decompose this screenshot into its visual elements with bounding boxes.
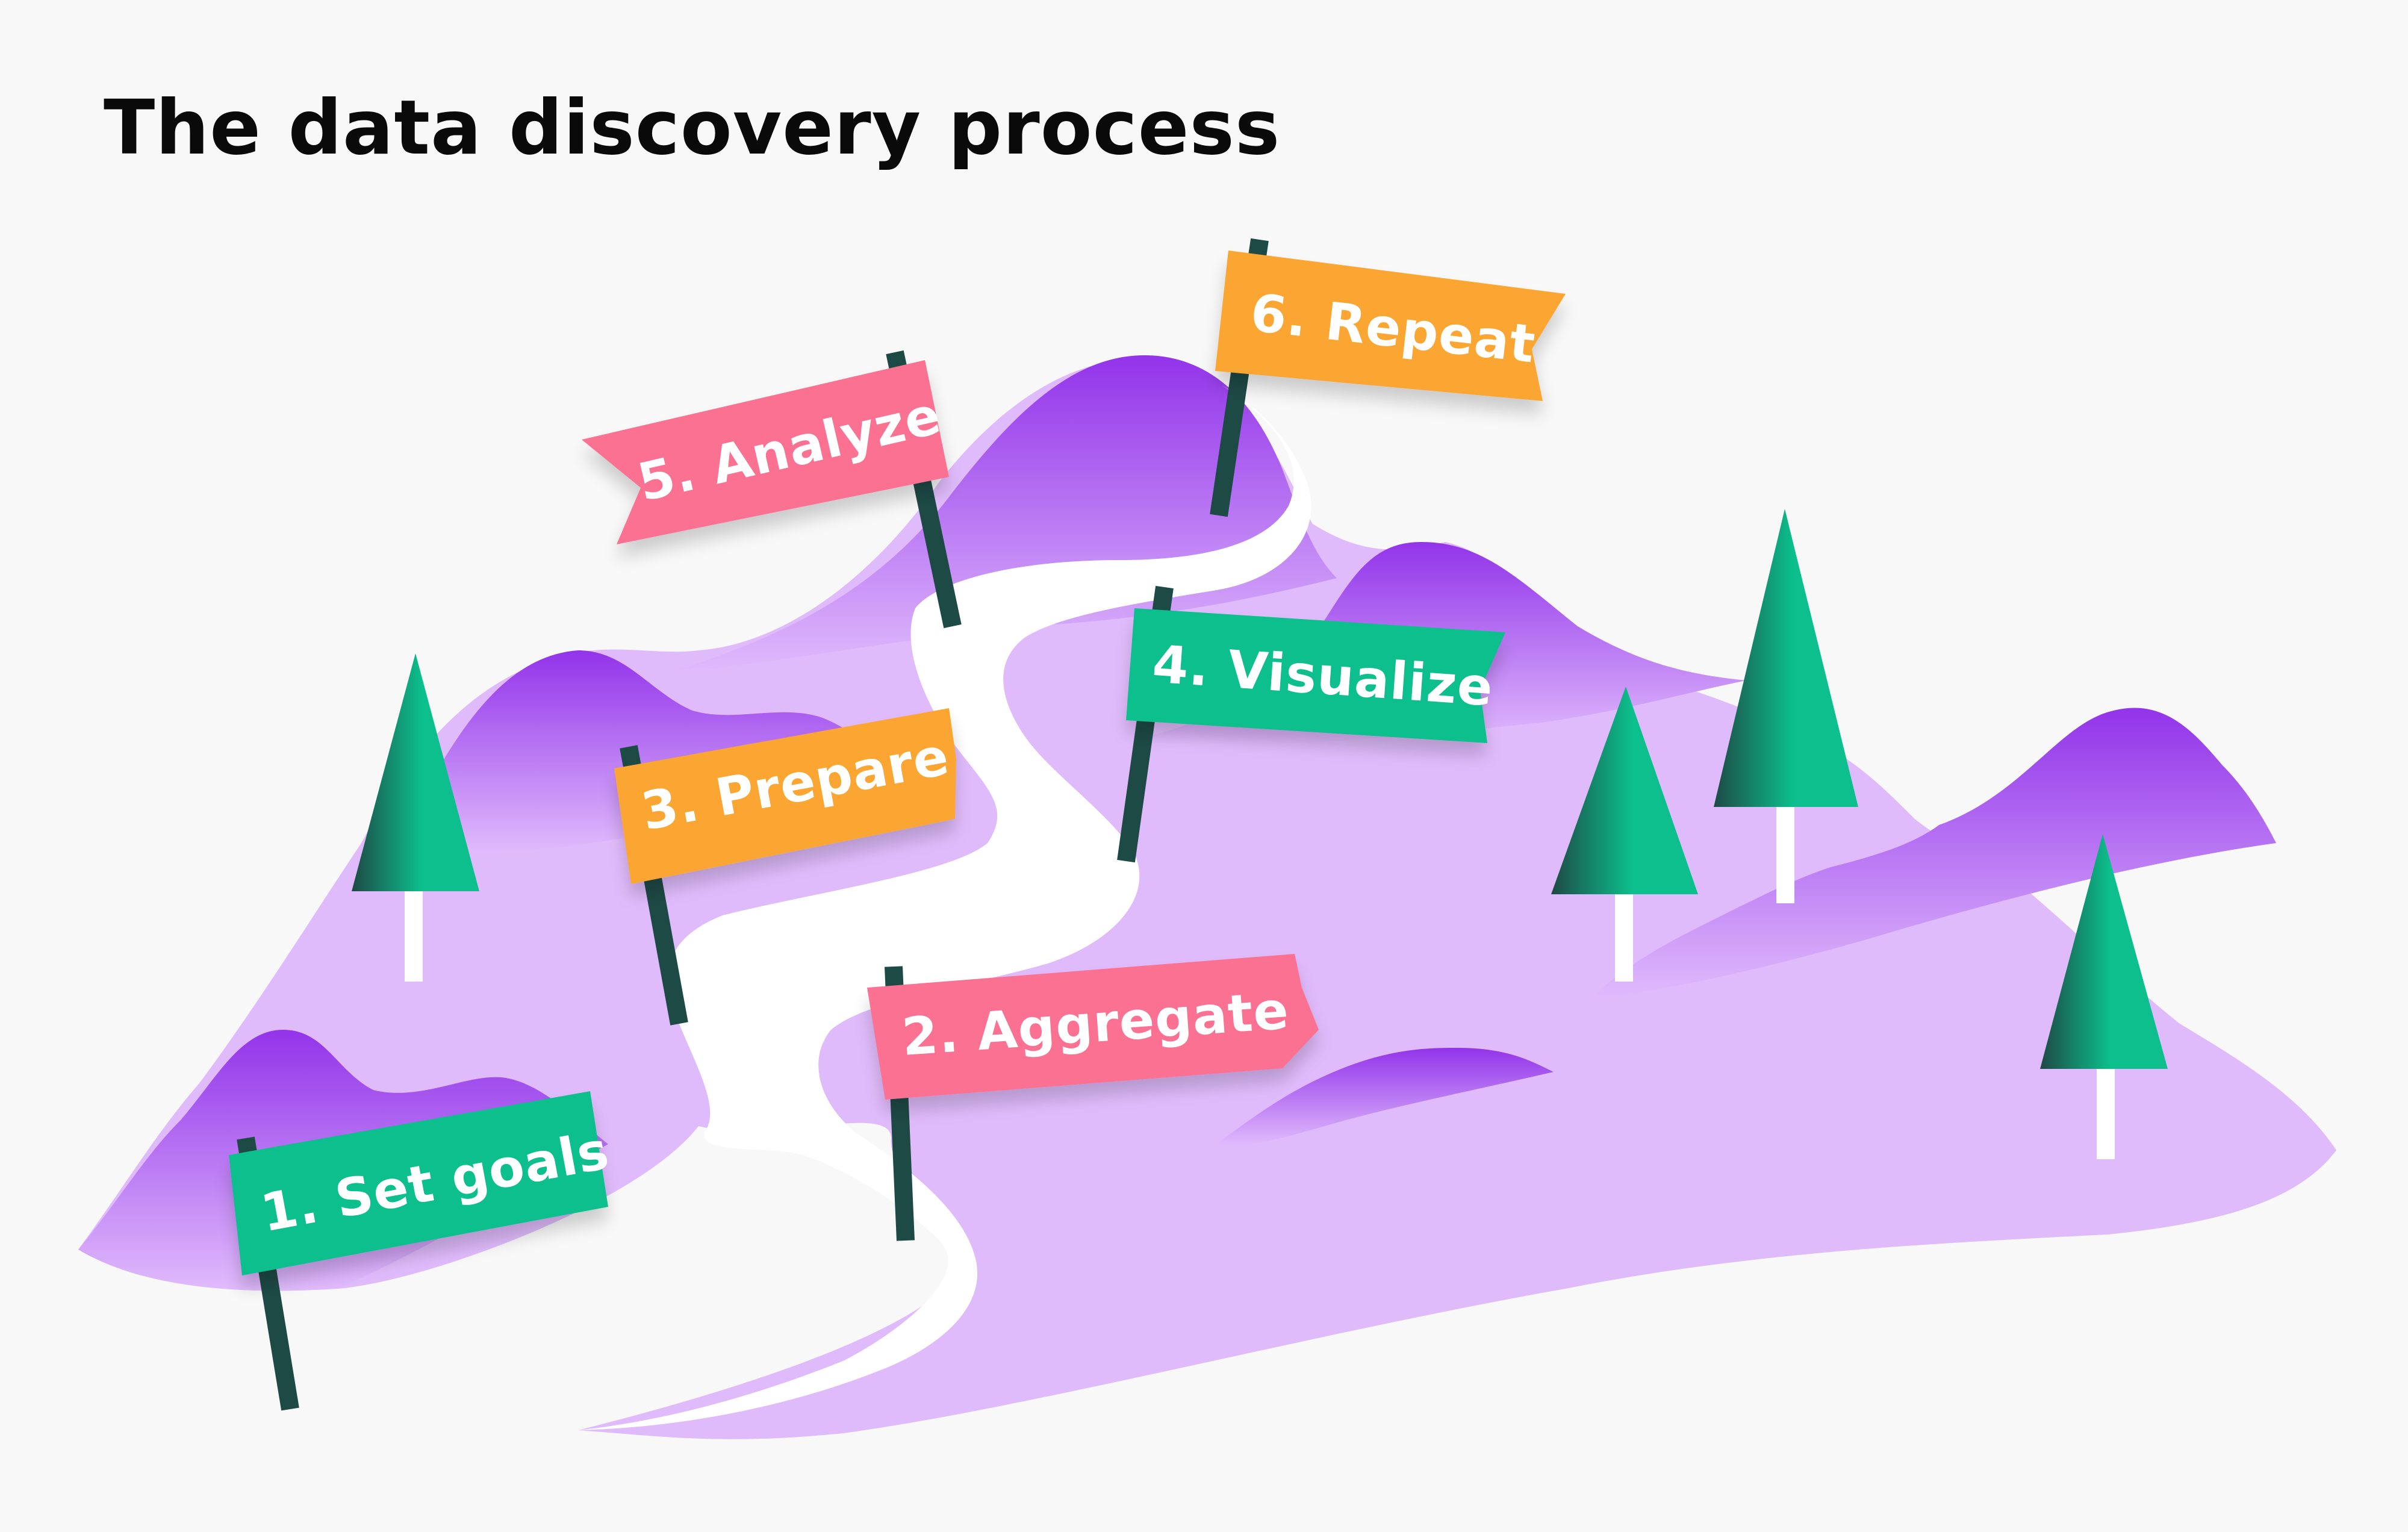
- mountain-scene: 1. Set goals 2. Aggregate 3. Prepare 4. …: [0, 0, 2408, 1532]
